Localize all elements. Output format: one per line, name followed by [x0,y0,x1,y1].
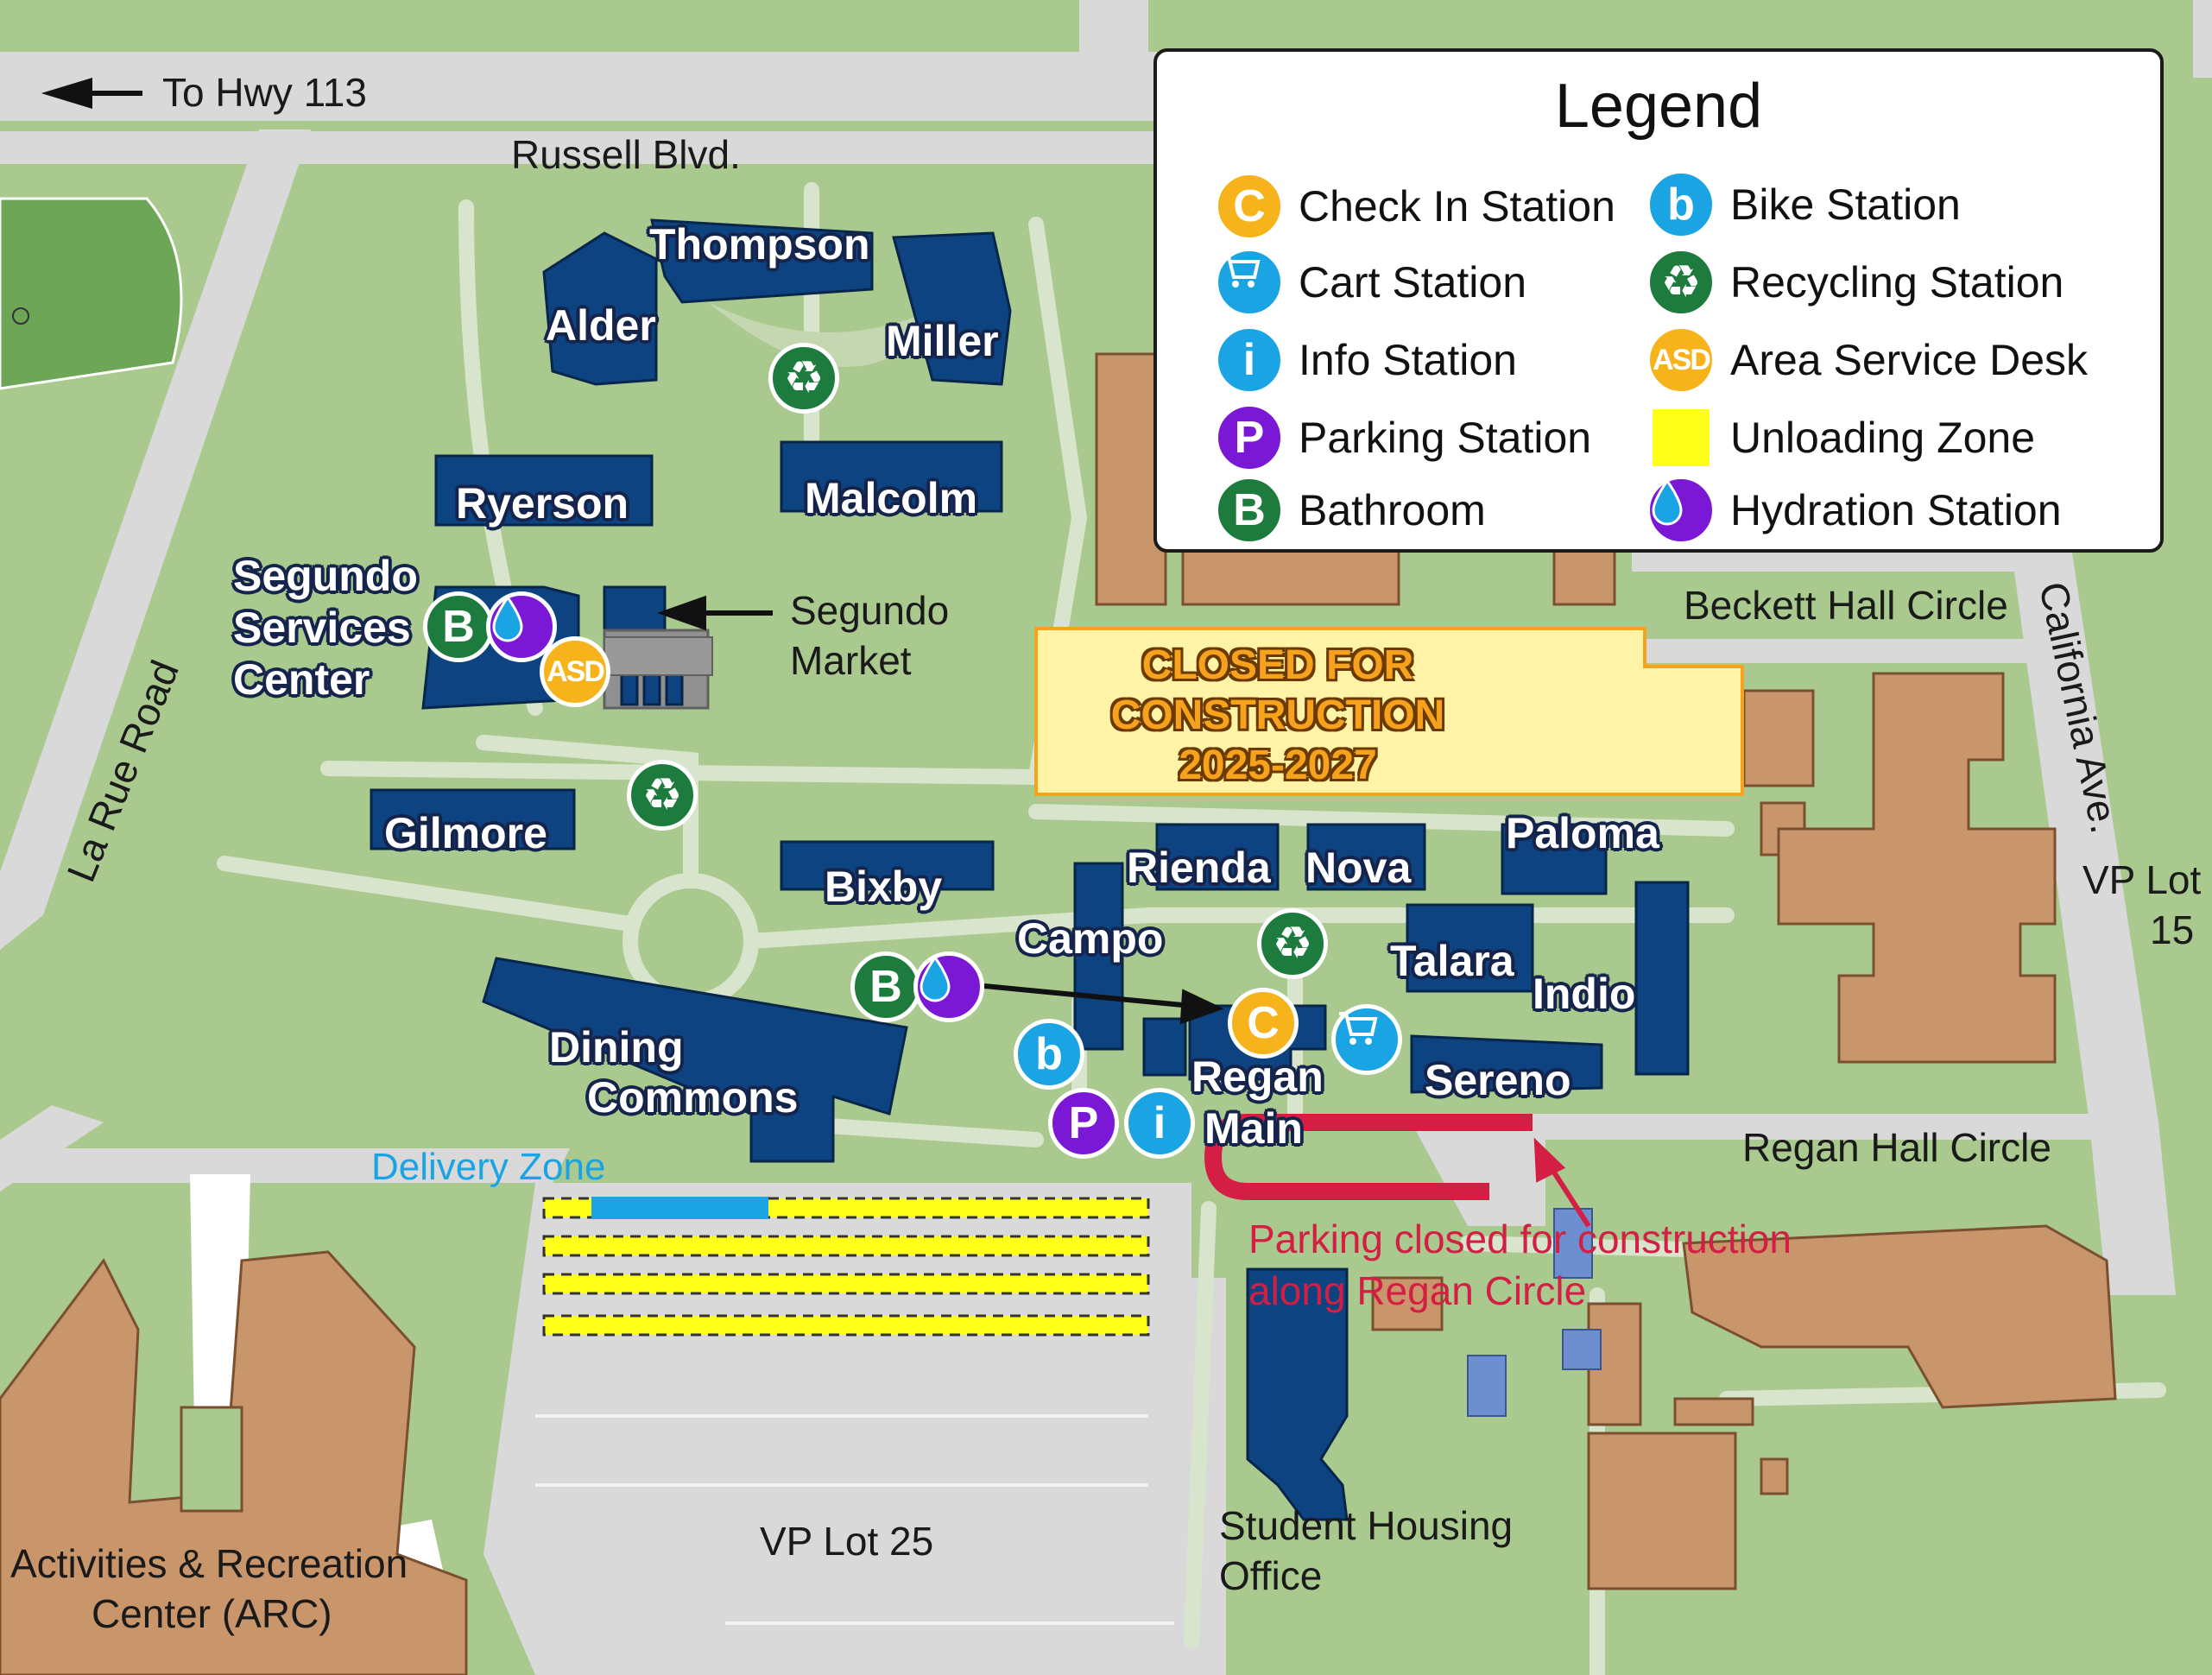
road-label-hwy: To Hwy 113 [162,70,367,115]
legend-item-check-in: C Check In Station [1214,171,1615,242]
parking-icon: P [1214,402,1285,473]
closed-construction-zone: CLOSED FOR CONSTRUCTION 2025-2027 [1036,629,1742,794]
road-label-beckett: Beckett Hall Circle [1684,583,2008,628]
legend-item-unloading: Unloading Zone [1646,402,2035,473]
building-label-dining-l2: Commons [587,1073,799,1122]
building-label-bixby: Bixby [825,863,943,911]
unloading-zone-swatch [1653,409,1710,466]
building-label-paloma: Paloma [1506,809,1659,857]
legend-item-label: Unloading Zone [1730,414,2036,462]
building-label-rienda: Rienda [1127,844,1271,892]
closed-notice-l2: CONSTRUCTION [1110,692,1445,738]
place-label-segundo-market-l2: Market [790,638,912,683]
check-in-icon: C [1214,171,1285,242]
building-label-thompson: Thompson [649,220,870,269]
recycling-icon: ♻ [1646,247,1716,318]
legend-item-label: Hydration Station [1730,486,2062,534]
cart-icon [1214,247,1285,318]
hydration-icon [1646,475,1716,546]
legend-item-label: Cart Station [1299,258,1527,307]
asd-icon[interactable]: ASD [540,636,610,707]
building-label-campo: Campo [1017,914,1164,963]
legend-item-hydration: Hydration Station [1646,475,2062,546]
parking-closed-notice-l1: Parking closed for construction [1248,1217,1792,1261]
place-label-arc-l1: Activities & Recreation [10,1541,408,1586]
place-label-student-housing-l1: Student Housing [1219,1503,1514,1548]
legend-title: Legend [1554,72,1763,141]
legend-item-label: Bathroom [1299,486,1486,534]
delivery-zone-label: Delivery Zone [371,1146,606,1188]
legend-item-info: i Info Station [1214,325,1517,395]
building-label-segundo-l1: Segundo [233,552,418,600]
bike-icon: b [1646,169,1716,240]
recycling-icon[interactable]: ♻ [1257,908,1328,979]
building-label-regan-l1: Regan [1191,1052,1324,1101]
legend-item-label: Parking Station [1299,414,1592,462]
asd-icon: ASD [1646,325,1716,395]
place-label-segundo-market-l1: Segundo [790,588,950,633]
building-label-ryerson: Ryerson [456,479,629,528]
legend-item-bike: b Bike Station [1646,169,1961,240]
legend-item-label: Info Station [1299,336,1517,384]
info-icon[interactable]: i [1124,1088,1195,1159]
hydration-icon[interactable] [486,591,557,662]
building-label-regan-l2: Main [1204,1104,1303,1153]
building-label-gilmore: Gilmore [384,809,547,857]
check-in-icon[interactable]: C [1228,988,1299,1059]
place-label-arc-l2: Center (ARC) [92,1591,332,1636]
building-label-segundo-l2: Services [233,604,411,652]
building-label-dining-l1: Dining [549,1023,684,1071]
bathroom-icon: B [1214,475,1285,546]
legend-panel: Legend C Check In Station Cart Station i… [1153,48,2164,553]
legend-item-asd: ASD Area Service Desk [1646,325,2088,395]
parking-closed-notice-l2: along Regan Circle [1248,1268,1587,1313]
legend-item-label: Bike Station [1730,180,1961,229]
legend-item-label: Check In Station [1299,182,1615,231]
parking-icon[interactable]: P [1048,1088,1119,1159]
recycling-icon[interactable]: ♻ [627,760,698,831]
bike-icon[interactable]: b [1014,1019,1084,1090]
building-label-sereno: Sereno [1425,1056,1571,1104]
legend-item-cart: Cart Station [1214,247,1526,318]
place-label-student-housing-l2: Office [1219,1553,1323,1598]
closed-notice-l1: CLOSED FOR [1141,642,1414,688]
legend-item-recycling: ♻ Recycling Station [1646,247,2063,318]
building-label-miller: Miller [886,317,999,365]
road-label-russell: Russell Blvd. [511,132,741,177]
hydration-icon[interactable] [913,951,984,1022]
building-label-segundo-l3: Center [233,655,370,704]
road-label-regan-circle: Regan Hall Circle [1742,1125,2051,1170]
legend-item-label: Area Service Desk [1730,336,2089,384]
lot-label-vp25: VP Lot 25 [760,1519,934,1564]
info-icon: i [1214,325,1285,395]
building-label-talara: Talara [1390,937,1514,985]
bathroom-icon[interactable]: B [850,951,921,1022]
legend-item-bathroom: B Bathroom [1214,475,1486,546]
closed-notice-l3: 2025-2027 [1179,743,1377,788]
recycling-icon[interactable]: ♻ [768,343,839,414]
lot-label-vp15-line1: VP Lot [2082,857,2202,902]
building-label-alder: Alder [546,301,656,350]
lot-label-vp15-line2: 15 [2150,907,2195,952]
cart-icon[interactable] [1331,1004,1402,1075]
legend-item-parking: P Parking Station [1214,402,1591,473]
building-label-malcolm: Malcolm [805,474,978,522]
building-label-indio: Indio [1533,970,1636,1018]
legend-item-label: Recycling Station [1730,258,2064,307]
bathroom-icon[interactable]: B [423,591,494,662]
building-label-nova: Nova [1305,844,1412,892]
